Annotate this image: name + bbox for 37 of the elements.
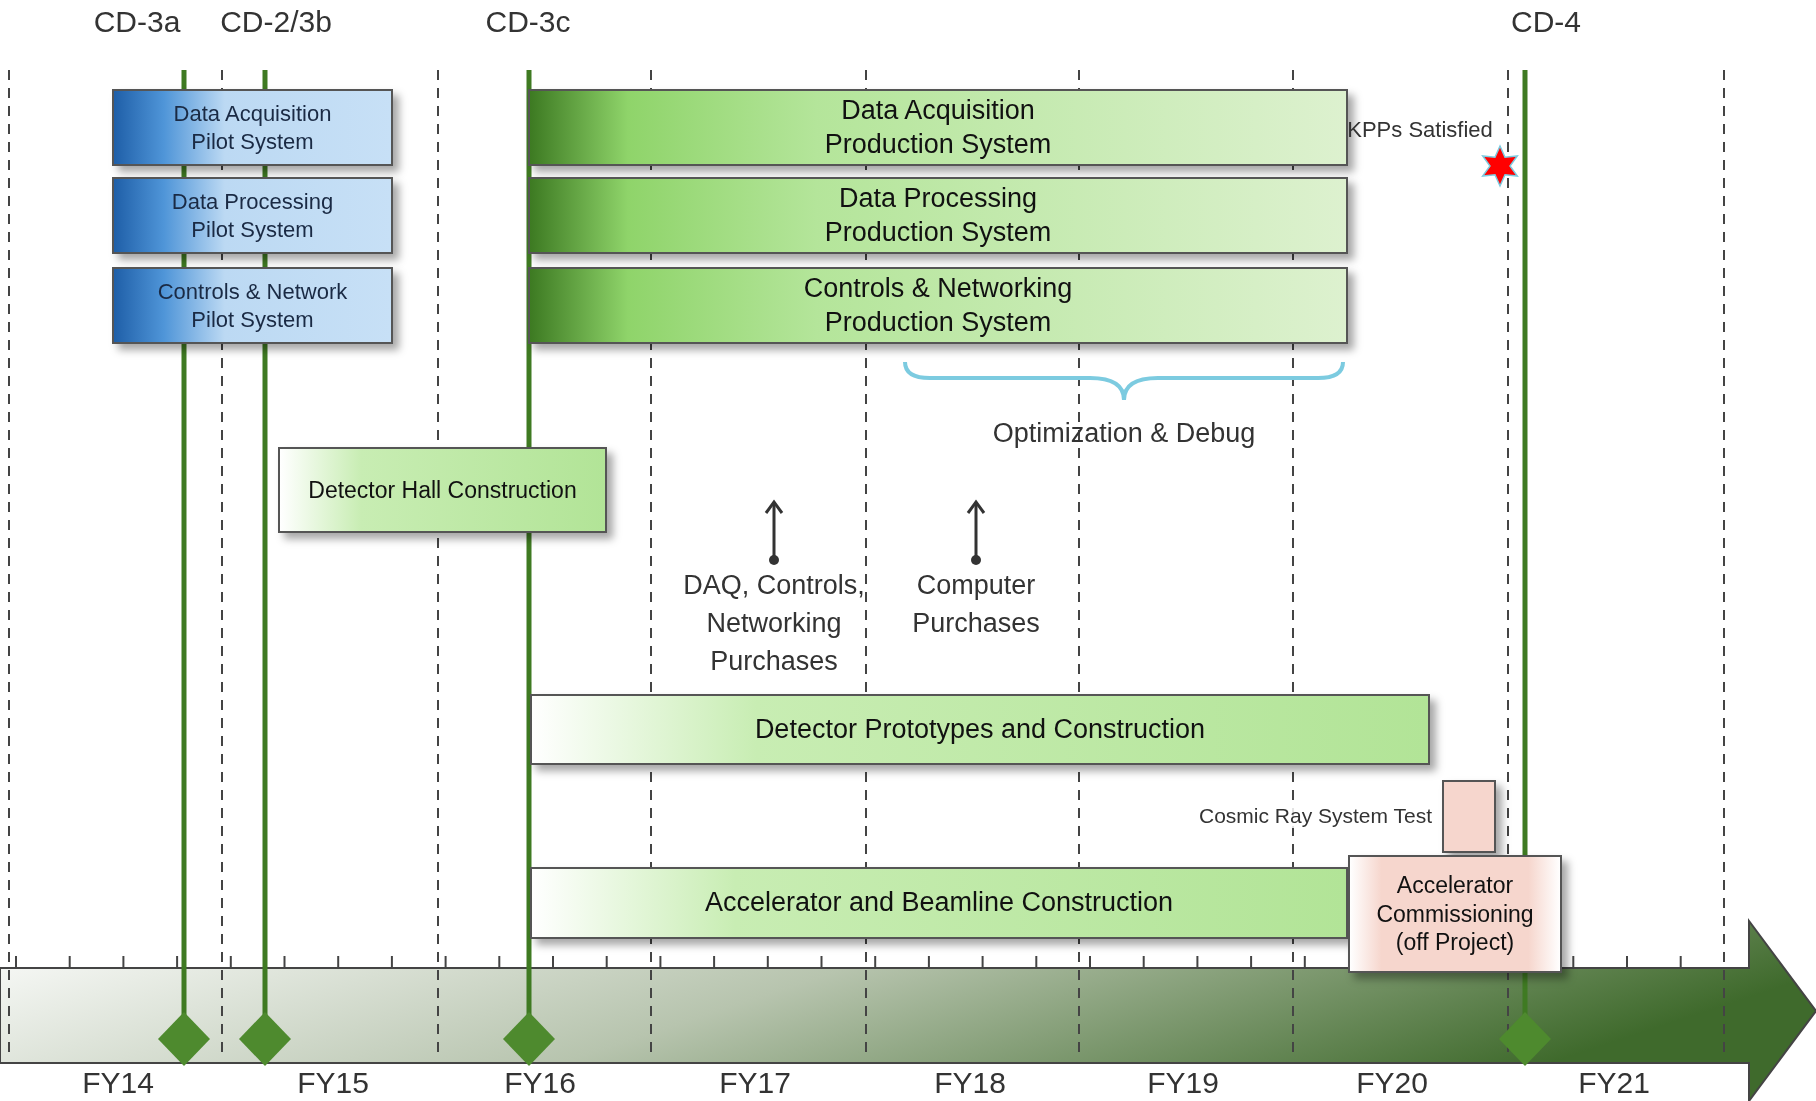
milestone-label: CD-3c	[485, 4, 571, 38]
bar-label: Detector Hall Construction	[308, 475, 577, 505]
year-label: FY21	[1578, 1065, 1650, 1099]
milestone-label: CD-2/3b	[220, 4, 332, 38]
bar-label: Accelerator Commissioning (off Project)	[1375, 870, 1535, 958]
milestone-label: CD-3a	[93, 4, 181, 38]
construction-bar	[530, 867, 1348, 939]
year-label: FY14	[82, 1065, 154, 1099]
arrow	[764, 500, 784, 565]
bar-label: Accelerator and Beamline Construction	[704, 886, 1174, 920]
year-label: FY18	[934, 1065, 1006, 1099]
year-label: FY16	[504, 1065, 576, 1099]
year-label: FY20	[1356, 1065, 1428, 1099]
pilot-system-bar	[112, 177, 393, 254]
bar-label: Controls & Networking Production System	[802, 271, 1074, 339]
bar-label: Data Processing Production System	[823, 181, 1053, 249]
bar-label: Detector Prototypes and Construction	[754, 712, 1206, 746]
bar-label: Data Acquisition Pilot System	[172, 100, 333, 155]
construction-bar	[278, 447, 607, 533]
production-system-bar	[528, 267, 1348, 344]
production-system-bar	[528, 89, 1348, 166]
production-system-bar	[528, 177, 1348, 254]
milestone-label: CD-4	[1511, 4, 1581, 38]
test-bar	[1442, 780, 1496, 853]
bar-label: Controls & Network Pilot System	[156, 278, 349, 333]
construction-bar	[530, 694, 1430, 765]
year-label: FY15	[297, 1065, 369, 1099]
year-label: FY17	[719, 1065, 791, 1099]
arrow	[966, 500, 986, 565]
bar-label: Data Acquisition Production System	[823, 93, 1053, 161]
year-label: FY19	[1147, 1065, 1219, 1099]
pilot-system-bar	[112, 267, 393, 344]
pilot-system-bar	[112, 89, 393, 166]
bar-label: Data Processing Pilot System	[170, 188, 335, 243]
commissioning-box	[1348, 855, 1562, 973]
brace-label: Optimization & Debug	[992, 419, 1256, 449]
milestone-note: KPPs Satisfied	[1347, 117, 1493, 143]
